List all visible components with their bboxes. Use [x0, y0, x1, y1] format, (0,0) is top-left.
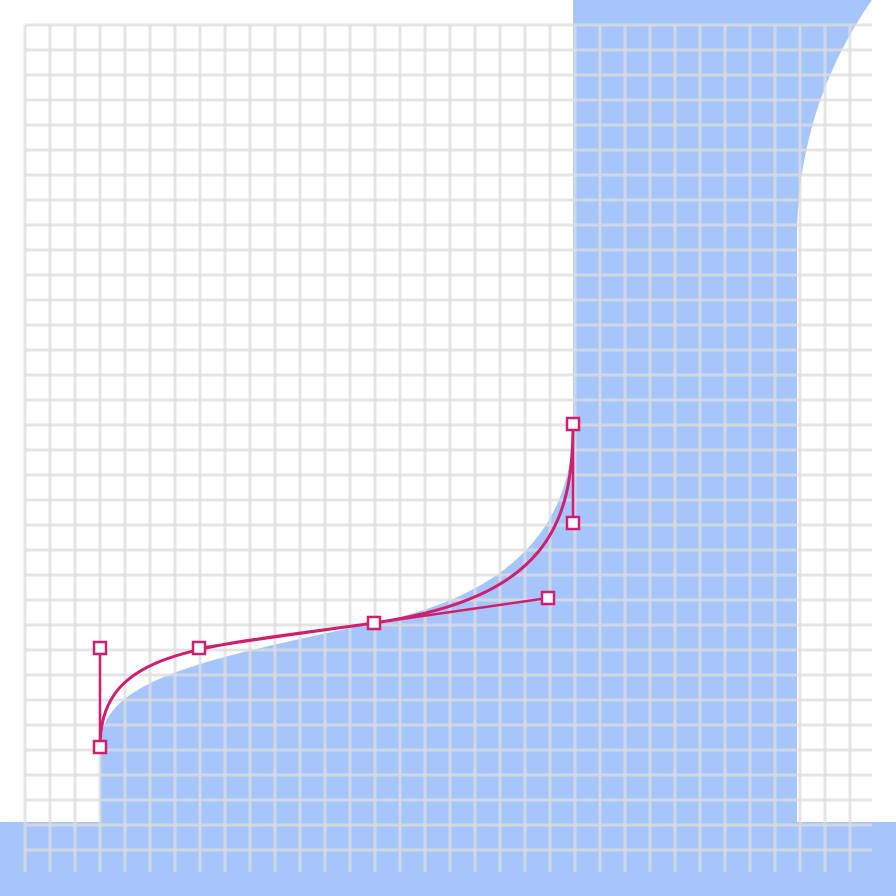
- point-handles[interactable]: [92, 416, 581, 755]
- anchor-point-handle[interactable]: [565, 416, 581, 432]
- grid-lines: [23, 23, 872, 872]
- control-point-handle[interactable]: [540, 590, 556, 606]
- control-point-handle[interactable]: [191, 640, 207, 656]
- anchor-point-handle[interactable]: [92, 739, 108, 755]
- anchor-point-handle[interactable]: [366, 615, 382, 631]
- control-point-handle[interactable]: [565, 515, 581, 531]
- control-point-handle[interactable]: [92, 640, 108, 656]
